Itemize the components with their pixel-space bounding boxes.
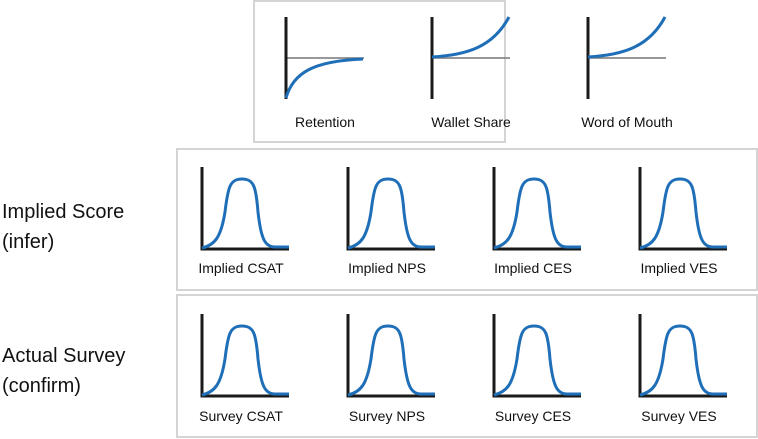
row1-item-1-label: Survey NPS <box>348 408 426 424</box>
outcome-2-chart <box>586 16 667 99</box>
row0-item-1-label: Implied NPS <box>348 260 426 276</box>
implied-score-label: Implied Score (infer) <box>2 197 124 257</box>
row1-item-3-label: Survey VES <box>641 408 717 424</box>
axes <box>638 314 727 398</box>
axes <box>346 167 435 251</box>
growth-curve <box>587 16 667 59</box>
row0-item-2-chart <box>492 167 581 251</box>
distribution-curve <box>639 177 727 250</box>
row-subtitle: (confirm) <box>2 375 81 397</box>
outcome-0-label: Retention <box>295 114 355 130</box>
row-title: Actual Survey <box>2 345 126 367</box>
axes <box>346 314 435 398</box>
row1-item-3-chart <box>638 314 727 398</box>
distribution-curve <box>639 324 727 397</box>
growth-curve <box>431 16 511 59</box>
retention-curve <box>284 57 364 99</box>
outcome-1-chart <box>430 16 511 99</box>
axes <box>200 314 289 398</box>
row1-item-1-chart <box>346 314 435 398</box>
axes <box>638 167 727 251</box>
row1-item-0-chart <box>200 314 289 398</box>
outcome-1-label: Wallet Share <box>431 114 511 130</box>
axes <box>200 167 289 251</box>
distribution-curve <box>201 177 289 250</box>
row0-item-0-label: Implied CSAT <box>198 260 284 276</box>
row0-item-3-chart <box>638 167 727 251</box>
distribution-curve <box>201 324 289 397</box>
row-title: Implied Score <box>2 201 125 223</box>
row0-item-0-chart <box>200 167 289 251</box>
row-subtitle: (infer) <box>2 231 55 253</box>
outcome-0-chart <box>284 17 364 99</box>
actual-survey-label: Actual Survey (confirm) <box>2 341 125 401</box>
distribution-curve <box>493 324 581 397</box>
axes <box>492 314 581 398</box>
axes <box>492 167 581 251</box>
implied-score-panel <box>176 148 758 291</box>
actual-survey-panel <box>176 294 758 438</box>
outcome-2-label: Word of Mouth <box>581 114 673 130</box>
outcomes-panel <box>253 0 506 143</box>
distribution-curve <box>347 324 435 397</box>
row0-item-2-label: Implied CES <box>494 260 572 276</box>
row1-item-2-label: Survey CES <box>494 408 572 424</box>
distribution-curve <box>347 177 435 250</box>
row1-item-2-chart <box>492 314 581 398</box>
row0-item-1-chart <box>346 167 435 251</box>
distribution-curve <box>493 177 581 250</box>
row1-item-0-label: Survey CSAT <box>199 408 283 424</box>
row0-item-3-label: Implied VES <box>640 260 718 276</box>
